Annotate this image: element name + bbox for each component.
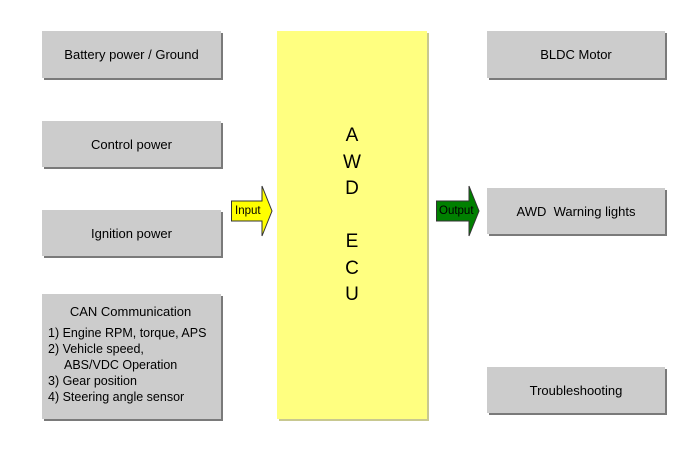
ecu-letter: C (345, 257, 359, 279)
can-item: ABS/VDC Operation (64, 358, 178, 372)
can-communication-box: CAN Communication 1) Engine RPM, torque,… (42, 294, 221, 419)
troubleshooting-label: Troubleshooting (529, 382, 623, 398)
battery-power-ground-box: Battery power / Ground (42, 31, 221, 78)
bldc-motor-label: BLDC Motor (540, 47, 612, 62)
input-arrow-label: Input (235, 205, 261, 217)
ecu-letter: D (345, 178, 359, 199)
ecu-letter: A (345, 125, 359, 146)
battery-power-ground-label: Battery power / Ground (64, 47, 199, 62)
awd-ecu-block: A W D E C U (277, 31, 427, 419)
ecu-letter: U (345, 284, 359, 305)
awd-warning-lights-box: AWD Warning lights (487, 188, 665, 234)
ignition-power-label: Ignition power (91, 225, 172, 241)
output-arrow-icon (436, 185, 480, 237)
control-power-label: Control power (91, 136, 172, 152)
ecu-letter (277, 203, 427, 230)
ignition-power-box: Ignition power (42, 210, 221, 256)
output-arrow: Output (436, 185, 480, 237)
can-communication-title: CAN Communication (69, 304, 192, 319)
can-item: 1) Engine RPM, torque, APS (48, 326, 207, 340)
control-power-box: Control power (42, 121, 221, 167)
input-arrow: Input (231, 185, 273, 237)
can-item: 3) Gear position (48, 374, 137, 388)
troubleshooting-box: Troubleshooting (487, 367, 665, 413)
input-arrow-icon (231, 185, 273, 237)
output-arrow-label: Output (439, 205, 474, 217)
ecu-letter: E (345, 231, 359, 252)
awd-warning-lights-label: AWD Warning lights (516, 203, 636, 219)
awd-ecu-title: A W D E C U (277, 123, 427, 309)
can-item: 4) Steering angle sensor (48, 390, 185, 404)
can-item: 2) Vehicle speed, (48, 342, 144, 356)
ecu-letter: W (343, 151, 361, 173)
bldc-motor-box: BLDC Motor (487, 31, 665, 78)
